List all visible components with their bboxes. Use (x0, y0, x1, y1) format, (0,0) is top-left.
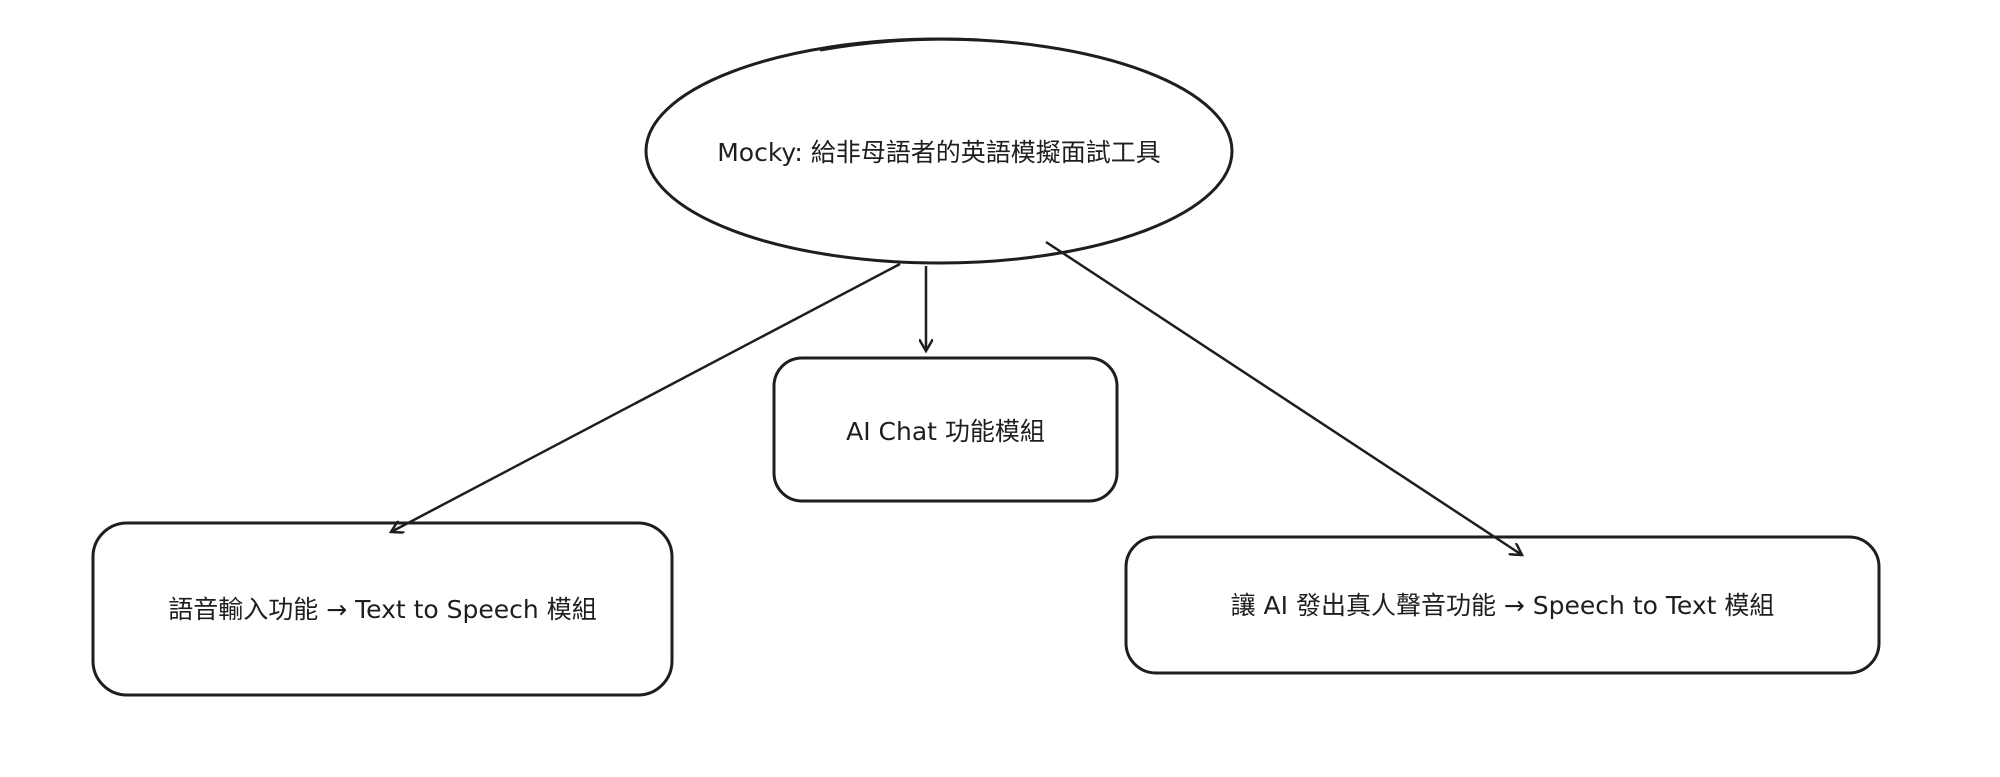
right-node-label: 讓 AI 發出真人聲音功能 → Speech to Text 模組 (1230, 591, 1775, 620)
right-node-box[interactable] (1124, 535, 1881, 675)
edge-root-right[interactable] (1045, 240, 1522, 555)
left-node-label: 語音輸入功能 → Text to Speech 模組 (168, 595, 597, 624)
edge-root-left[interactable] (391, 262, 901, 532)
sketch-stroke (819, 37, 981, 52)
center-node-box[interactable] (772, 356, 1119, 503)
center-node-label: AI Chat 功能模組 (846, 417, 1045, 446)
root-label: Mocky: 給非母語者的英語模擬面試工具 (717, 138, 1161, 167)
left-node-box[interactable] (91, 521, 674, 697)
